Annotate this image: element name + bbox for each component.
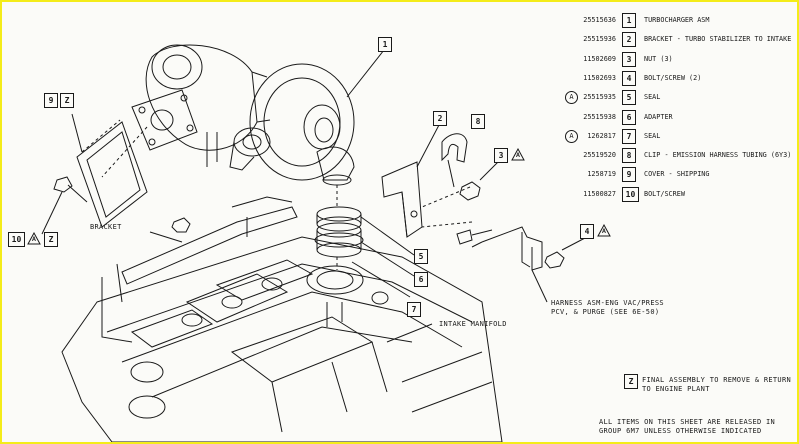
parts-list-description: NUT (3) [644,54,673,63]
parts-list-description: COVER - SHIPPING [644,170,710,179]
callout-6: 6 [414,272,428,287]
stabilizer-bracket [381,161,423,238]
parts-list-part-number: 1258719 [587,170,616,179]
parts-list-part-number: 25515936 [583,35,616,44]
bracket-plate [121,206,298,285]
note-final-line2: TO ENGINE PLANT [642,385,710,393]
adapter [316,230,362,250]
callout-7: 7 [407,302,421,317]
parts-list-part-number: 25515935 [583,93,616,102]
callout-4: 4 [580,224,594,239]
label-harness-line1: HARNESS ASM-ENG VAC/PRESS [551,299,664,307]
callout-9: 9 [44,93,58,108]
parts-list-part-number: 25519520 [583,151,616,160]
turbo-turbine-housing [145,44,258,151]
parts-list-item-number: 2 [622,32,636,48]
parts-list-part-number: 25515938 [583,112,616,121]
parts-list-description: SEAL [644,93,661,102]
caution-triangle-icon-3: A [511,148,525,161]
label-intake-manifold: INTAKE MANIFOLD [439,320,507,328]
callout-2: 2 [433,111,447,126]
parts-list-part-number: 11502693 [583,73,616,82]
note-z-box: Z [624,374,638,389]
callout-3: 3 [494,148,508,163]
callout-8: 8 [471,114,485,129]
nut [459,181,481,201]
parts-list-circle-marker: A [565,91,578,105]
emission-clip [441,133,468,163]
note-final-line1: FINAL ASSEMBLY TO REMOVE & RETURN [642,376,791,384]
exhaust-flange [131,89,198,151]
parts-list-item-number: 1 [622,13,636,28]
parts-list-item-number: 5 [622,90,636,106]
note-released-line1: ALL ITEMS ON THIS SHEET ARE RELEASED IN [599,418,776,426]
caution-triangle-icon-10: A [27,232,41,245]
parts-list-item-number: 4 [622,70,636,86]
parts-list-item-number: 3 [622,51,636,67]
callout-10: 10 [8,232,25,247]
callout-10-z: Z [44,232,58,247]
parts-list-circle-marker: A [565,129,578,143]
parts-list-part-number: 11502609 [583,54,616,63]
parts-list-description: CLIP - EMISSION HARNESS TUBING (6Y3) [644,151,792,160]
parts-list-item-number: 10 [622,186,639,202]
parts-list-description: BOLT/SCREW [644,189,685,198]
bolt-long [53,176,88,203]
parts-list-description: ADAPTER [644,112,673,121]
parts-list-part-number: 25515636 [583,16,616,24]
note-released-line2: GROUP 6M7 UNLESS OTHERWISE INDICATED [599,427,762,435]
caution-triangle-icon-4: A [597,224,611,237]
callout-5: 5 [414,249,428,264]
parts-list-item-number: 7 [622,128,636,144]
parts-list-description: BOLT/SCREW (2) [644,73,702,82]
parts-list-item-number: 8 [622,148,636,164]
shipping-cover [76,121,148,228]
parts-list-part-number: 11500827 [583,189,616,198]
bolt-small [456,229,493,245]
parts-list-description: TURBOCHARGER ASM [644,16,710,24]
parts-list-description: BRACKET - TURBO STABILIZER TO INTAKE [644,35,792,44]
label-bracket: BRACKET [90,223,122,231]
label-harness-line2: PCV, & PURGE (SEE 6E-50) [551,308,660,316]
parts-list-item-number: 9 [622,167,636,183]
intake-manifold [61,236,503,442]
callout-9-z: Z [60,93,74,108]
turbo-compressor-housing [249,63,355,181]
parts-list-part-number: 1262817 [587,131,616,140]
harness-tubing [481,226,543,271]
callout-1: 1 [378,37,392,52]
parts-list-description: SEAL [644,131,661,140]
parts-list-item-number: 6 [622,109,636,125]
